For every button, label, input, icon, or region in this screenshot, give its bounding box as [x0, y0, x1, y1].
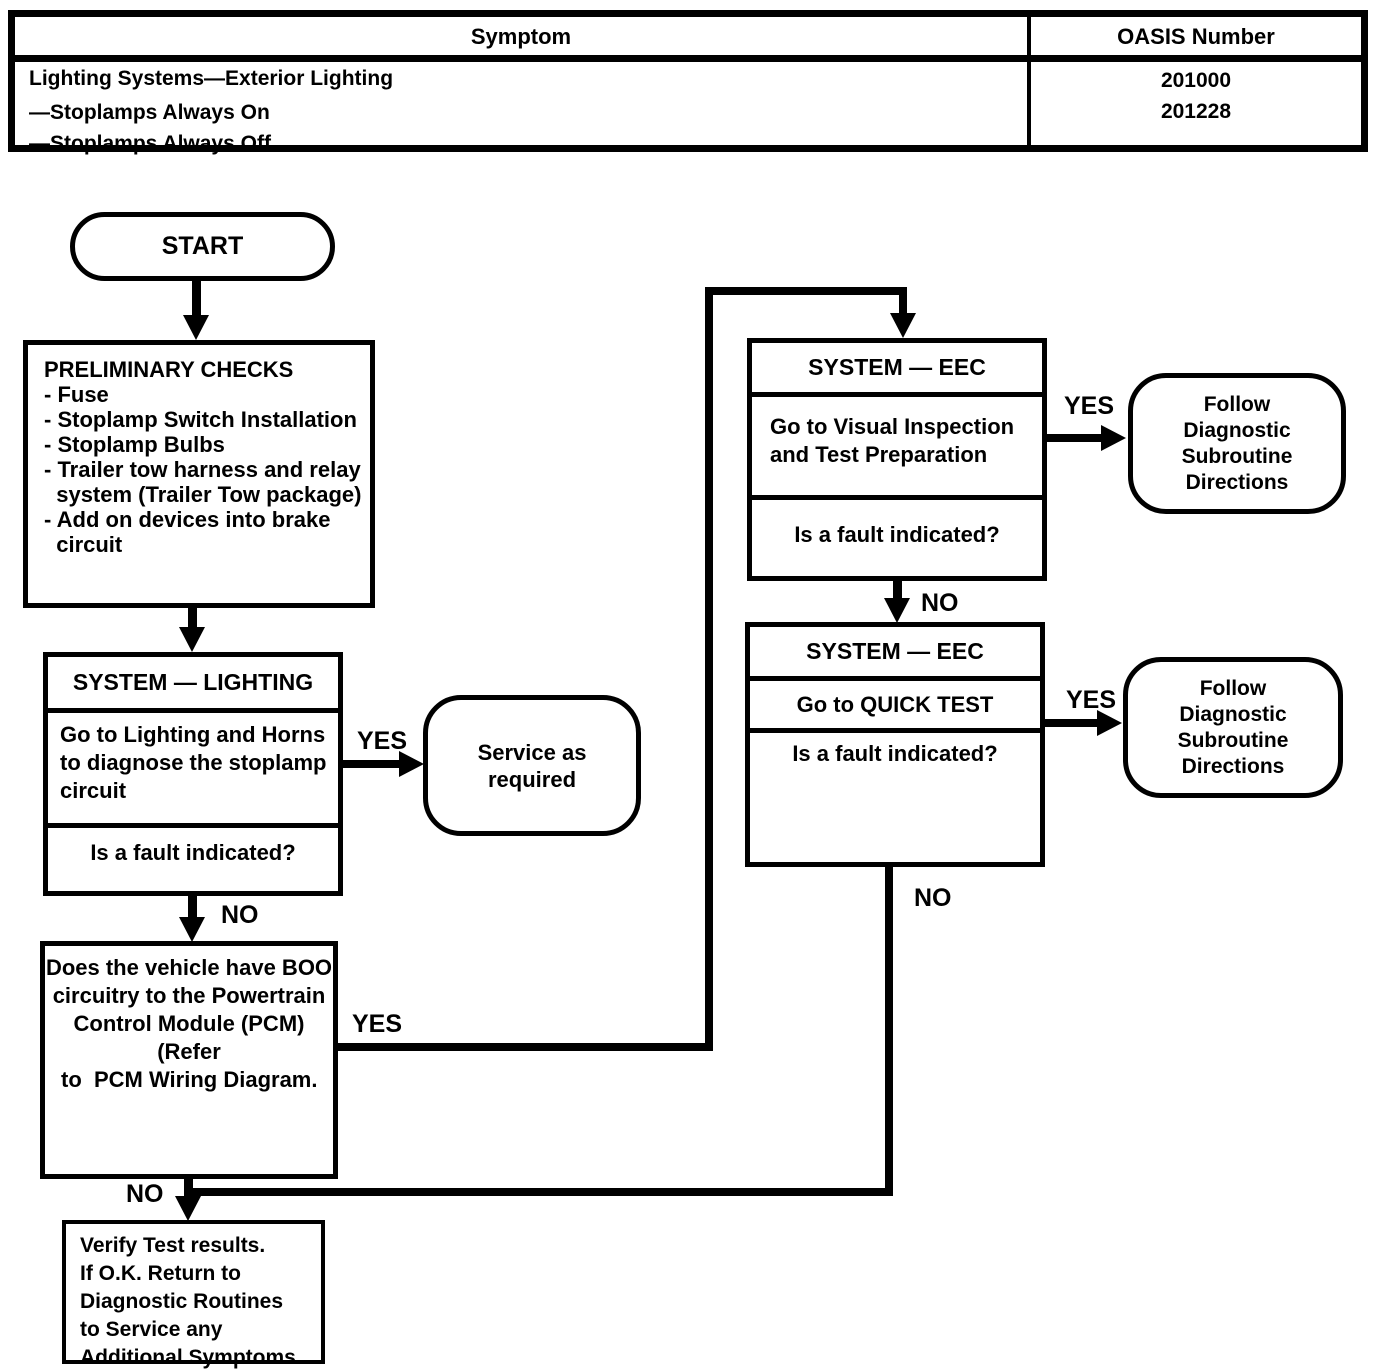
no-label: NO — [126, 1180, 164, 1208]
arrow-right-icon — [1101, 425, 1126, 451]
connector-line — [705, 287, 907, 295]
follow-diagnostic-subroutine-node: Follow Diagnostic Subroutine Directions — [1123, 657, 1343, 798]
connector-line — [893, 581, 902, 601]
connector-line — [188, 1188, 893, 1196]
yes-label: YES — [1064, 392, 1115, 420]
arrow-right-icon — [1097, 710, 1122, 736]
connector-line — [1045, 719, 1099, 727]
arrow-down-icon — [183, 315, 209, 340]
arrow-down-icon — [179, 917, 205, 942]
arrow-down-icon — [884, 598, 910, 623]
system-eec-visual-body: Go to Visual Inspection and Test Prepara… — [752, 397, 1042, 500]
system-lighting-box: SYSTEM — LIGHTING Go to Lighting and Hor… — [43, 652, 343, 896]
yes-label: YES — [357, 727, 408, 755]
system-lighting-title: SYSTEM — LIGHTING — [48, 657, 338, 713]
symptom-table: Symptom OASIS Number Lighting Systems—Ex… — [8, 10, 1368, 155]
start-node: START — [70, 212, 335, 281]
connector-line — [705, 287, 713, 1051]
follow-diagnostic-subroutine-node: Follow Diagnostic Subroutine Directions — [1128, 373, 1346, 514]
arrow-down-icon — [890, 313, 916, 338]
arrow-down-icon — [179, 627, 205, 652]
connector-line — [188, 896, 197, 919]
system-lighting-question: Is a fault indicated? — [90, 840, 296, 865]
yes-label: YES — [352, 1010, 403, 1038]
system-eec-quicktest-box: SYSTEM — EEC Go to QUICK TEST Is a fault… — [745, 622, 1045, 867]
connector-line — [192, 281, 201, 317]
preliminary-checks-box: PRELIMINARY CHECKS - Fuse - Stoplamp Swi… — [44, 357, 362, 557]
no-label: NO — [921, 589, 959, 617]
system-eec-visual-box: SYSTEM — EEC Go to Visual Inspection and… — [747, 338, 1047, 581]
boo-circuitry-text: Does the vehicle have BOO circuitry to t… — [45, 955, 333, 1064]
connector-line — [885, 867, 893, 1196]
system-eec-quicktest-body: Go to QUICK TEST — [750, 681, 1040, 733]
symptom-line: Lighting Systems—Exterior Lighting — [29, 67, 394, 90]
oasis-number: 201000 — [1160, 69, 1232, 92]
connector-line — [1047, 434, 1103, 442]
system-eec-quicktest-question: Is a fault indicated? — [792, 741, 998, 766]
connector-line — [338, 1043, 713, 1051]
system-lighting-body: Go to Lighting and Horns to diagnose the… — [48, 713, 338, 828]
yes-label: YES — [1066, 686, 1117, 714]
system-eec-visual-title: SYSTEM — EEC — [752, 343, 1042, 397]
column-header-oasis: OASIS Number — [1117, 24, 1275, 49]
oasis-number: 201228 — [1160, 100, 1232, 123]
system-eec-quicktest-title: SYSTEM — EEC — [750, 627, 1040, 681]
boo-circuitry-box: Does the vehicle have BOO circuitry to t… — [40, 941, 338, 1179]
arrow-down-icon — [175, 1196, 201, 1221]
column-header-symptom: Symptom — [470, 24, 572, 49]
connector-line — [188, 608, 197, 629]
symptom-line: —Stoplamps Always Off — [29, 132, 271, 155]
system-eec-visual-question: Is a fault indicated? — [794, 522, 1000, 547]
no-label: NO — [914, 884, 952, 912]
arrow-right-icon — [399, 751, 424, 777]
boo-circuitry-text-2: to PCM Wiring Diagram. — [61, 1067, 318, 1092]
service-as-required-node: Service as required — [423, 695, 641, 836]
connector-line — [343, 760, 403, 768]
table-column-divider — [1027, 17, 1031, 145]
table-header-divider — [15, 55, 1361, 62]
verify-test-results-box: Verify Test results. If O.K. Return to D… — [80, 1234, 302, 1369]
no-label: NO — [221, 901, 259, 929]
symptom-line: —Stoplamps Always On — [29, 101, 270, 124]
connector-line — [899, 295, 907, 315]
